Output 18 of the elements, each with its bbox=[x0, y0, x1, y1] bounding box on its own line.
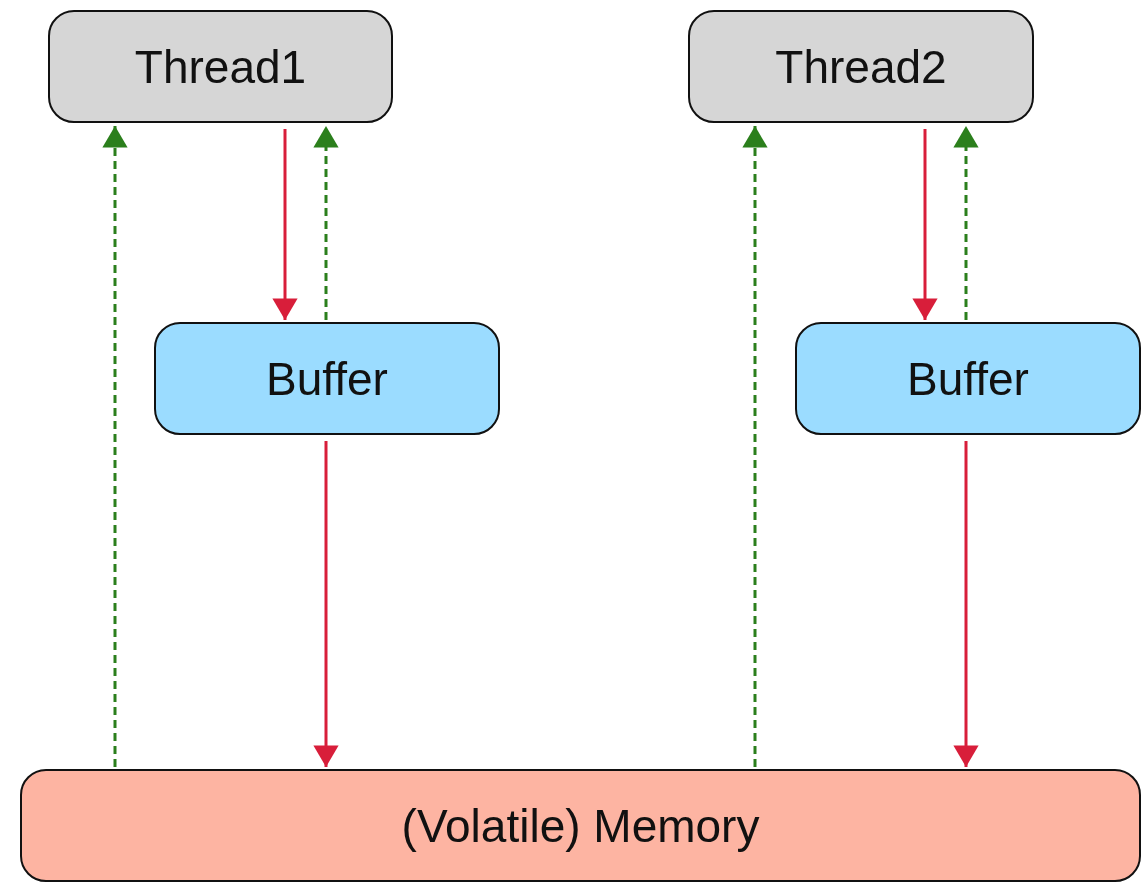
thread-box bbox=[48, 10, 393, 123]
node-label: Buffer bbox=[907, 351, 1029, 406]
memory-box bbox=[20, 769, 1141, 882]
arrow bbox=[272, 129, 298, 320]
arrow bbox=[102, 126, 128, 767]
node-label: Buffer bbox=[266, 351, 388, 406]
node-label: (Volatile) Memory bbox=[401, 798, 760, 853]
arrow bbox=[953, 441, 979, 767]
node-label: Thread1 bbox=[134, 39, 307, 94]
arrow bbox=[912, 129, 938, 320]
thread-box bbox=[688, 10, 1034, 123]
node-label: Thread2 bbox=[775, 39, 947, 94]
buffer-box bbox=[154, 322, 500, 435]
buffer-box bbox=[795, 322, 1141, 435]
arrow bbox=[742, 126, 768, 767]
arrow bbox=[313, 441, 339, 767]
arrow bbox=[313, 126, 339, 320]
arrow bbox=[953, 126, 979, 320]
